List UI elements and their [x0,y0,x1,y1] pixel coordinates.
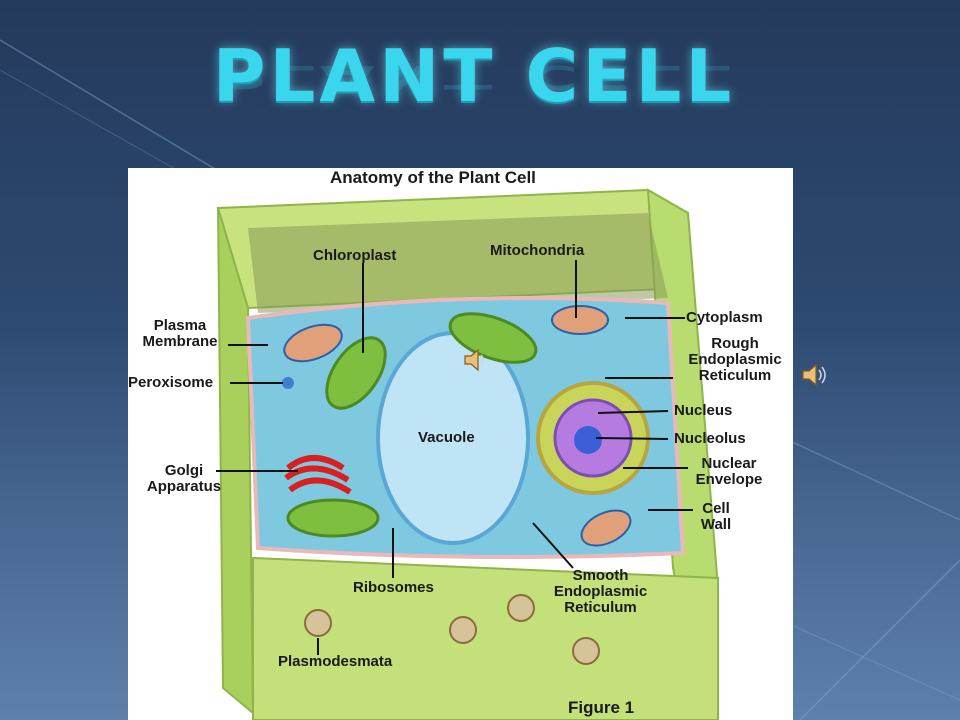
mitochondrion-shape [551,305,609,335]
plasmodesma-shape [507,594,535,622]
label-cytoplasm: Cytoplasm [686,309,763,326]
plant-cell-illustration [216,188,720,720]
plant-cell-figure: Anatomy of the Plant Cell Chloroplast Mi… [128,168,793,720]
peroxisome-shape [282,377,294,389]
golgi-shape [284,455,352,495]
label-ribosomes: Ribosomes [353,579,434,596]
cell-wall-front [252,556,719,720]
speaker-icon[interactable] [800,360,830,390]
figure-title: Anatomy of the Plant Cell [330,168,536,187]
slide-title: PLANT CELL [212,34,736,118]
label-nuclear-envelope: Nuclear Envelope [695,455,763,488]
label-cell-wall: Cell Wall [700,500,732,533]
mitochondrion-shape [580,509,632,547]
label-nucleolus: Nucleolus [674,430,746,447]
label-golgi-apparatus: Golgi Apparatus [146,462,222,495]
chloroplast-shape [325,336,387,410]
plasmodesma-shape [572,637,600,665]
mitochondrion-shape [283,323,343,363]
label-chloroplast: Chloroplast [313,247,397,264]
label-smooth-er: Smooth Endoplasmic Reticulum [553,567,648,616]
label-vacuole: Vacuole [418,429,475,446]
plasmodesma-shape [449,616,477,644]
label-plasma-membrane: Plasma Membrane [142,317,218,350]
label-plasmodesmata: Plasmodesmata [278,653,393,670]
speaker-icon[interactable] [462,345,492,375]
label-rough-er: Rough Endoplasmic Reticulum [688,335,782,384]
label-peroxisome: Peroxisome [128,374,214,391]
label-mitochondria: Mitochondria [490,242,585,259]
plasmodesma-shape [304,609,332,637]
leader-lines [216,260,693,655]
figure-caption: Figure 1 [568,698,635,717]
label-nucleus: Nucleus [674,402,733,419]
cell-interior-back [248,213,668,313]
chloroplast-shape [448,312,538,364]
chloroplast-shape [286,498,380,538]
nucleolus-shape [574,426,602,454]
